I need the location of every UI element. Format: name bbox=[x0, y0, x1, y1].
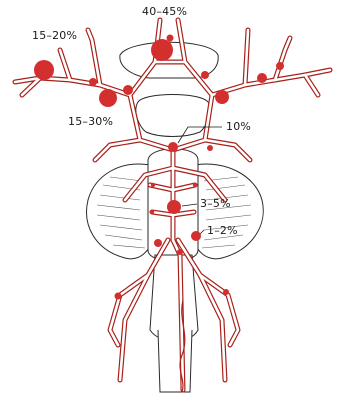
aneurysm-pica-right bbox=[223, 289, 229, 295]
label-acom-frequency: 40–45% bbox=[142, 5, 187, 18]
aneurysm-pontine-left bbox=[151, 183, 155, 187]
aneurysm-basilar-tip bbox=[168, 142, 178, 152]
aneurysm-vertebral-left bbox=[154, 239, 162, 247]
aneurysm-pcom-left-small bbox=[123, 85, 133, 95]
aneurysm-mca-right-small bbox=[276, 62, 284, 70]
aneurysm-va-junction bbox=[177, 249, 183, 255]
aneurysm-vertebral bbox=[191, 231, 201, 241]
label-mca-frequency: 15–20% bbox=[32, 29, 77, 42]
aneurysm-mca-left bbox=[34, 60, 54, 80]
aneurysm-ica-right-small bbox=[201, 71, 209, 79]
aneurysm-basilar bbox=[167, 200, 181, 214]
aneurysm-acom-branch bbox=[167, 35, 174, 42]
aneurysm-pcom-left bbox=[99, 89, 117, 107]
aneurysm-mca-left-small bbox=[89, 78, 97, 86]
aneurysm-pontine-left2 bbox=[150, 210, 154, 214]
aneurysm-pica-left bbox=[115, 293, 122, 300]
aneurysm-sca-right bbox=[207, 145, 213, 151]
label-pcom-frequency: 15–30% bbox=[68, 115, 113, 128]
label-basilar-frequency: 3–5% bbox=[200, 197, 231, 210]
aneurysm-acom bbox=[151, 39, 173, 61]
label-vertebral-frequency: 1–2% bbox=[207, 224, 238, 237]
aneurysm-ica-right bbox=[215, 90, 229, 104]
aneurysm-pontine-right bbox=[193, 183, 197, 187]
label-basilar-tip-frequency: 10% bbox=[226, 120, 251, 133]
aneurysm-mca-right bbox=[257, 73, 267, 83]
